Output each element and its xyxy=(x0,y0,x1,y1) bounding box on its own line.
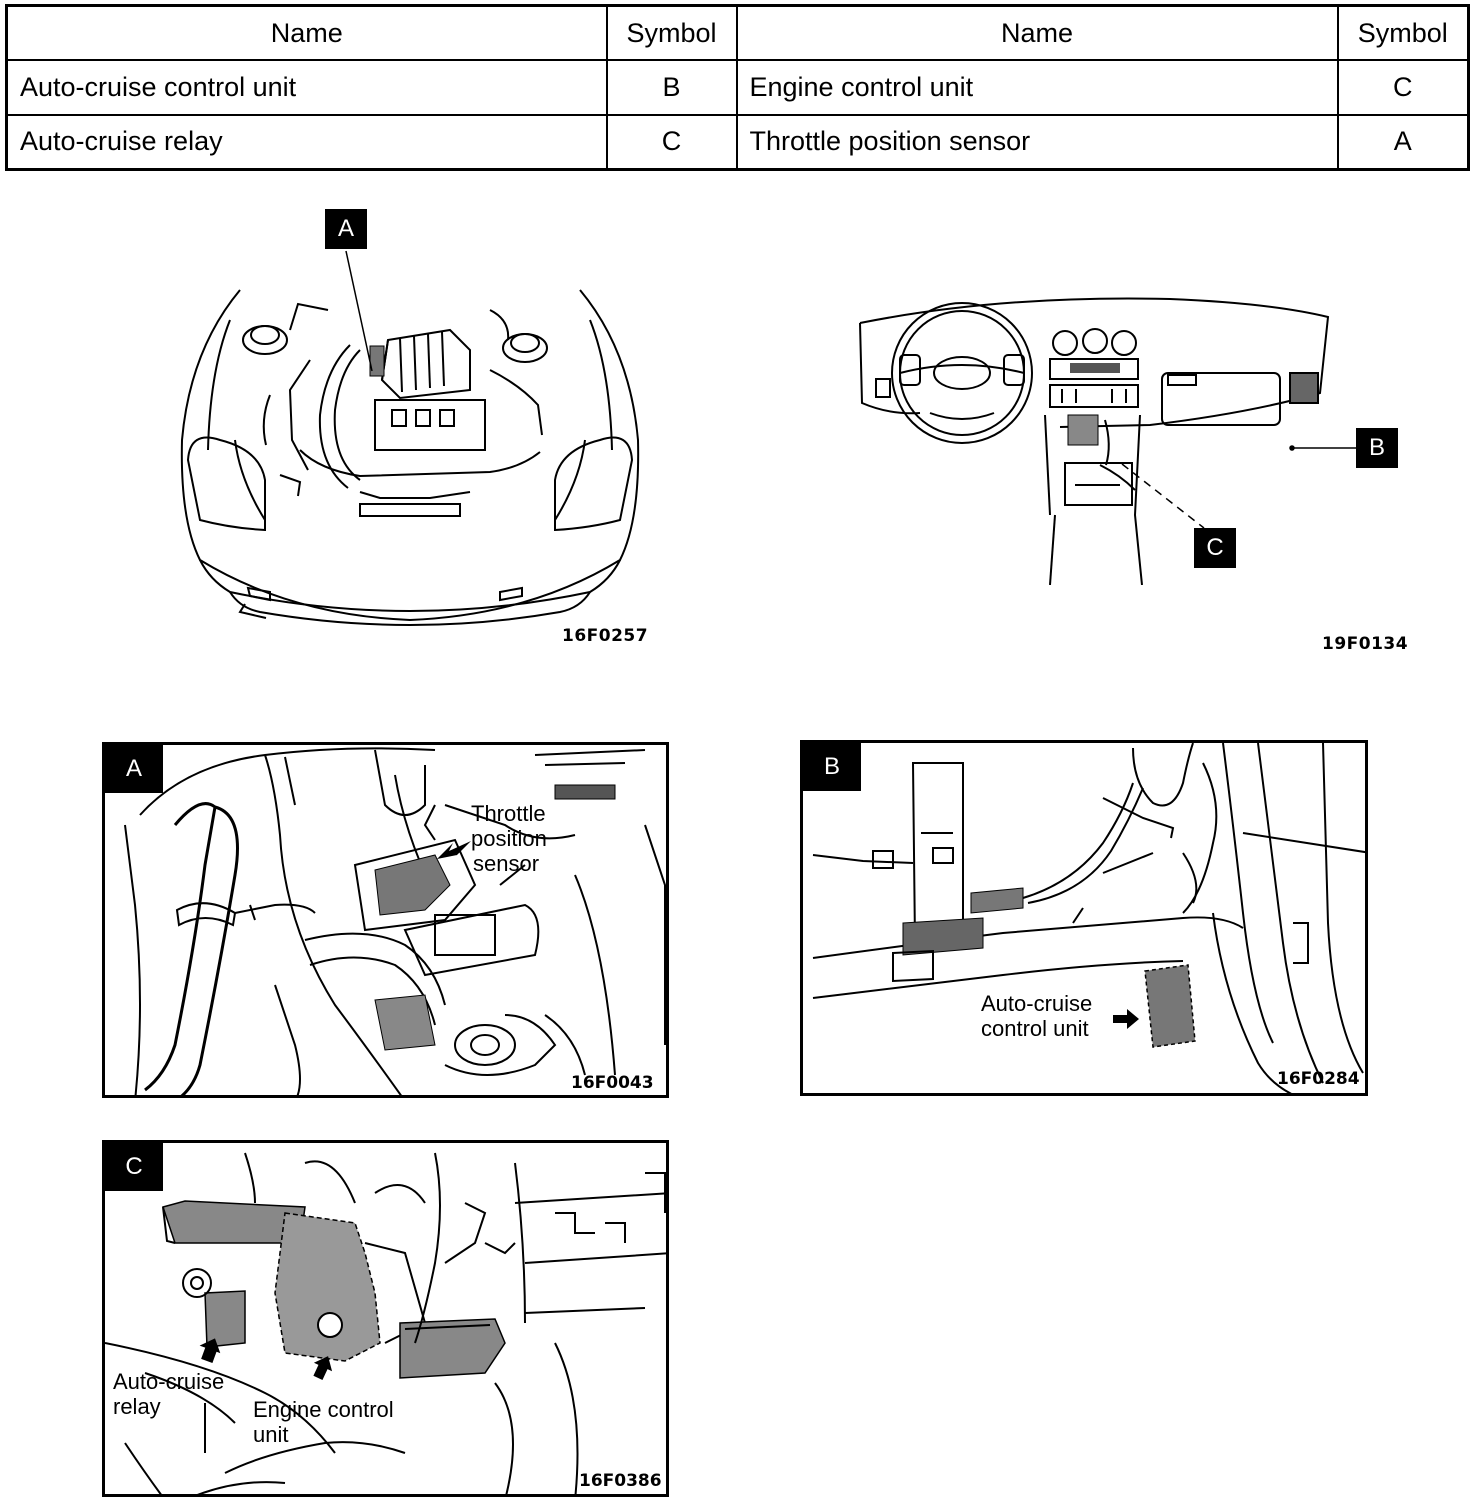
pointer-arrow-icon xyxy=(313,1356,333,1380)
label-line: position xyxy=(471,826,547,851)
detail-a-tag: A xyxy=(105,745,163,793)
detail-b-figure-code: 16F0284 xyxy=(1277,1069,1360,1089)
cell-symbol: B xyxy=(605,59,738,116)
header-name-2: Name xyxy=(735,4,1339,62)
engine-bay-tag-a: A xyxy=(325,209,367,249)
header-symbol-1: Symbol xyxy=(605,4,738,62)
cell-symbol: A xyxy=(1336,113,1470,171)
engine-bay-illustration xyxy=(180,289,640,626)
component-table: Name Symbol Name Symbol Auto-cruise cont… xyxy=(5,4,1470,171)
dashboard-tag-c: C xyxy=(1194,528,1236,568)
label-line: Throttle xyxy=(471,801,546,826)
detail-c-figure-code: 16F0386 xyxy=(579,1471,662,1491)
leader-line xyxy=(1289,445,1358,451)
detail-panel-a: A Throttle position sensor 16F0043 xyxy=(102,742,669,1098)
detail-panel-b: B Auto-cruise control unit 16F0284 xyxy=(800,740,1368,1096)
leader-line xyxy=(345,250,373,372)
dashboard-tag-b: B xyxy=(1356,428,1398,468)
label-line: Auto-cruise xyxy=(981,991,1093,1016)
cell-name: Engine control unit xyxy=(735,59,1339,116)
ecu-relay-illustration xyxy=(105,1152,666,1494)
cell-name: Auto-cruise relay xyxy=(5,113,608,171)
header-name-1: Name xyxy=(5,4,608,62)
cell-symbol: C xyxy=(1336,59,1470,116)
detail-b-tag: B xyxy=(803,743,861,791)
cell-symbol: C xyxy=(605,113,738,171)
detail-c-tag: C xyxy=(105,1143,163,1191)
label-line: relay xyxy=(113,1394,161,1419)
label-line: Auto-cruise xyxy=(113,1369,225,1394)
throttle-body-illustration xyxy=(124,747,666,1095)
table-header-row: Name Symbol Name Symbol xyxy=(5,4,1470,62)
pointer-arrow-icon xyxy=(199,1338,221,1363)
label-line: unit xyxy=(253,1422,289,1447)
label-line: Engine control xyxy=(253,1397,394,1422)
leader-line xyxy=(1121,463,1205,529)
label-line: sensor xyxy=(473,851,540,876)
throttle-position-sensor-label: Throttle position sensor xyxy=(471,801,547,876)
pointer-arrow-icon xyxy=(437,841,471,863)
label-line: control unit xyxy=(981,1016,1089,1041)
cell-name: Auto-cruise control unit xyxy=(5,59,608,116)
detail-panel-c: C Auto-cruise relay Engine control unit … xyxy=(102,1140,669,1497)
detail-a-figure-code: 16F0043 xyxy=(571,1073,654,1093)
dashboard-figure-code: 19F0134 xyxy=(1322,634,1409,654)
table-row: Auto-cruise relay C Throttle position se… xyxy=(5,113,1470,171)
header-symbol-2: Symbol xyxy=(1336,4,1470,62)
auto-cruise-relay-label: Auto-cruise relay xyxy=(113,1369,224,1419)
engine-control-unit-label: Engine control unit xyxy=(253,1397,394,1447)
dashboard-illustration xyxy=(859,297,1330,585)
engine-bay-figure-code: 16F0257 xyxy=(562,626,649,646)
table-row: Auto-cruise control unit B Engine contro… xyxy=(5,59,1470,116)
pointer-arrow-icon xyxy=(1113,1009,1139,1029)
auto-cruise-control-unit-label: Auto-cruise control unit xyxy=(981,991,1092,1041)
auto-cruise-unit-illustration xyxy=(812,743,1365,1093)
cell-name: Throttle position sensor xyxy=(735,113,1339,171)
